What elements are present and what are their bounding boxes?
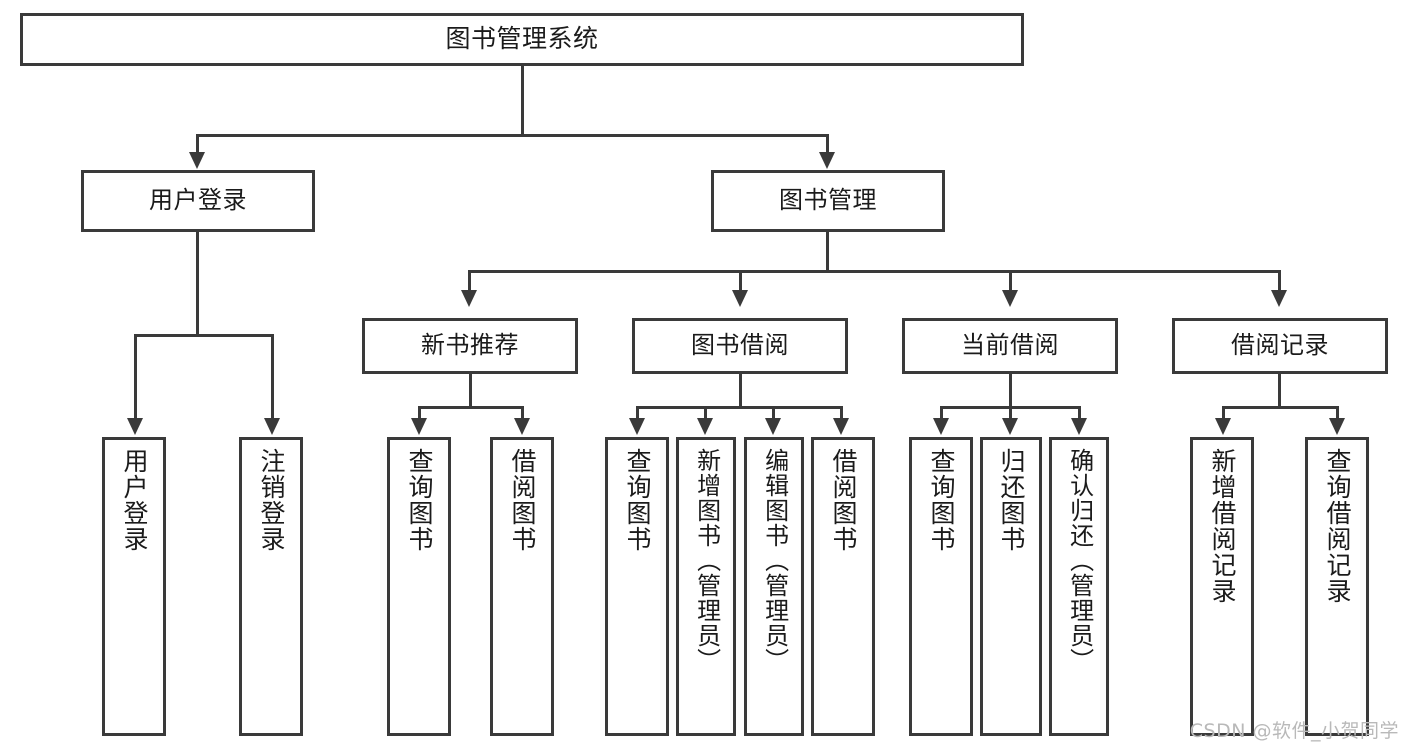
node-label: 当前借阅 [961, 331, 1059, 360]
connector-to-new-book [468, 270, 471, 292]
connector-to-book-borrow [739, 270, 742, 292]
connector-root-stem [521, 66, 524, 136]
connector-new-book-child2 [521, 406, 524, 420]
connector-new-book-stem [469, 374, 472, 408]
node-label: 查询图书 [623, 448, 652, 552]
connector-to-borrow-record [1278, 270, 1281, 292]
node-leaf-confirm-return-admin[interactable]: 确认归还（管理员） [1049, 437, 1109, 736]
node-leaf-return-book[interactable]: 归还图书 [980, 437, 1042, 736]
node-label: 新增借阅记录 [1208, 448, 1237, 604]
connector-current-borrow-child3 [1078, 406, 1081, 420]
connector-user-login-child2 [271, 334, 274, 420]
node-book-management[interactable]: 图书管理 [711, 170, 945, 232]
arrowhead-borrow-record-child1 [1215, 418, 1231, 435]
arrowhead-new-book-child1 [411, 418, 427, 435]
node-book-borrow[interactable]: 图书借阅 [632, 318, 848, 374]
node-user-login[interactable]: 用户登录 [81, 170, 315, 232]
node-label: 借阅图书 [829, 448, 858, 552]
node-label: 用户登录 [149, 186, 247, 215]
connector-book-borrow-child4 [840, 406, 843, 420]
node-label: 借阅记录 [1231, 331, 1329, 360]
arrowhead-user-login-child2 [264, 418, 280, 435]
arrowhead-to-borrow-record [1271, 290, 1287, 307]
arrowhead-current-borrow-child2 [1002, 418, 1018, 435]
connector-user-login-bus [134, 334, 274, 337]
node-label: 新增图书（管理员） [692, 448, 721, 673]
node-label: 查询借阅记录 [1323, 448, 1352, 604]
connector-book-borrow-child3 [772, 406, 775, 420]
node-leaf-query-book-recommend[interactable]: 查询图书 [387, 437, 451, 736]
arrowhead-borrow-record-child2 [1329, 418, 1345, 435]
node-label: 用户登录 [120, 448, 149, 552]
node-root-system[interactable]: 图书管理系统 [20, 13, 1024, 66]
node-label: 新书推荐 [421, 331, 519, 360]
node-leaf-borrow-book[interactable]: 借阅图书 [811, 437, 875, 736]
node-label: 注销登录 [257, 448, 286, 552]
connector-current-borrow-child2 [1009, 406, 1012, 420]
node-leaf-query-book-borrow[interactable]: 查询图书 [605, 437, 669, 736]
connector-book-borrow-stem [739, 374, 742, 408]
connector-current-borrow-stem [1009, 374, 1012, 408]
connector-borrow-record-stem [1278, 374, 1281, 408]
connector-to-user-login [196, 134, 199, 154]
node-leaf-add-borrow-record[interactable]: 新增借阅记录 [1190, 437, 1254, 736]
connector-new-book-child1 [418, 406, 421, 420]
node-leaf-edit-book-admin[interactable]: 编辑图书（管理员） [744, 437, 804, 736]
node-label: 图书管理系统 [445, 24, 599, 54]
connector-book-borrow-bus [636, 406, 843, 409]
arrowhead-new-book-child2 [514, 418, 530, 435]
connector-book-manage-stem [826, 232, 829, 272]
arrowhead-to-current-borrow [1002, 290, 1018, 307]
node-leaf-borrow-book-recommend[interactable]: 借阅图书 [490, 437, 554, 736]
node-label: 查询图书 [927, 448, 956, 552]
arrowhead-to-book-manage [819, 152, 835, 169]
node-leaf-add-book-admin[interactable]: 新增图书（管理员） [676, 437, 736, 736]
node-leaf-query-book-current[interactable]: 查询图书 [909, 437, 973, 736]
connector-new-book-bus [418, 406, 524, 409]
arrowhead-book-borrow-child3 [765, 418, 781, 435]
connector-book-borrow-child1 [636, 406, 639, 420]
connector-user-login-child1 [134, 334, 137, 420]
arrowhead-current-borrow-child3 [1071, 418, 1087, 435]
arrowhead-current-borrow-child1 [933, 418, 949, 435]
arrowhead-user-login-child1 [127, 418, 143, 435]
node-label: 借阅图书 [508, 448, 537, 552]
node-label: 归还图书 [997, 448, 1026, 552]
connector-to-current-borrow [1009, 270, 1012, 292]
connector-borrow-record-child2 [1336, 406, 1339, 420]
connector-user-login-stem [196, 232, 199, 336]
node-label: 编辑图书（管理员） [760, 448, 789, 673]
connector-to-book-manage [826, 134, 829, 154]
arrowhead-book-borrow-child1 [629, 418, 645, 435]
node-leaf-logout[interactable]: 注销登录 [239, 437, 303, 736]
node-new-book-recommend[interactable]: 新书推荐 [362, 318, 578, 374]
connector-level3-bus [468, 270, 1281, 273]
connector-book-borrow-child2 [704, 406, 707, 420]
node-label: 确认归还（管理员） [1065, 448, 1094, 673]
arrowhead-to-new-book [461, 290, 477, 307]
node-label: 图书管理 [779, 186, 877, 215]
connector-borrow-record-child1 [1222, 406, 1225, 420]
node-current-borrow[interactable]: 当前借阅 [902, 318, 1118, 374]
node-leaf-query-borrow-record[interactable]: 查询借阅记录 [1305, 437, 1369, 736]
arrowhead-book-borrow-child4 [833, 418, 849, 435]
arrowhead-to-user-login [189, 152, 205, 169]
node-label: 图书借阅 [691, 331, 789, 360]
arrowhead-book-borrow-child2 [697, 418, 713, 435]
node-borrow-record[interactable]: 借阅记录 [1172, 318, 1388, 374]
connector-current-borrow-child1 [940, 406, 943, 420]
csdn-watermark: CSDN @软件_小贺同学 [1189, 720, 1399, 742]
node-leaf-user-login[interactable]: 用户登录 [102, 437, 166, 736]
connector-borrow-record-bus [1222, 406, 1339, 409]
connector-level2-bus [196, 134, 829, 137]
arrowhead-to-book-borrow [732, 290, 748, 307]
node-label: 查询图书 [405, 448, 434, 552]
